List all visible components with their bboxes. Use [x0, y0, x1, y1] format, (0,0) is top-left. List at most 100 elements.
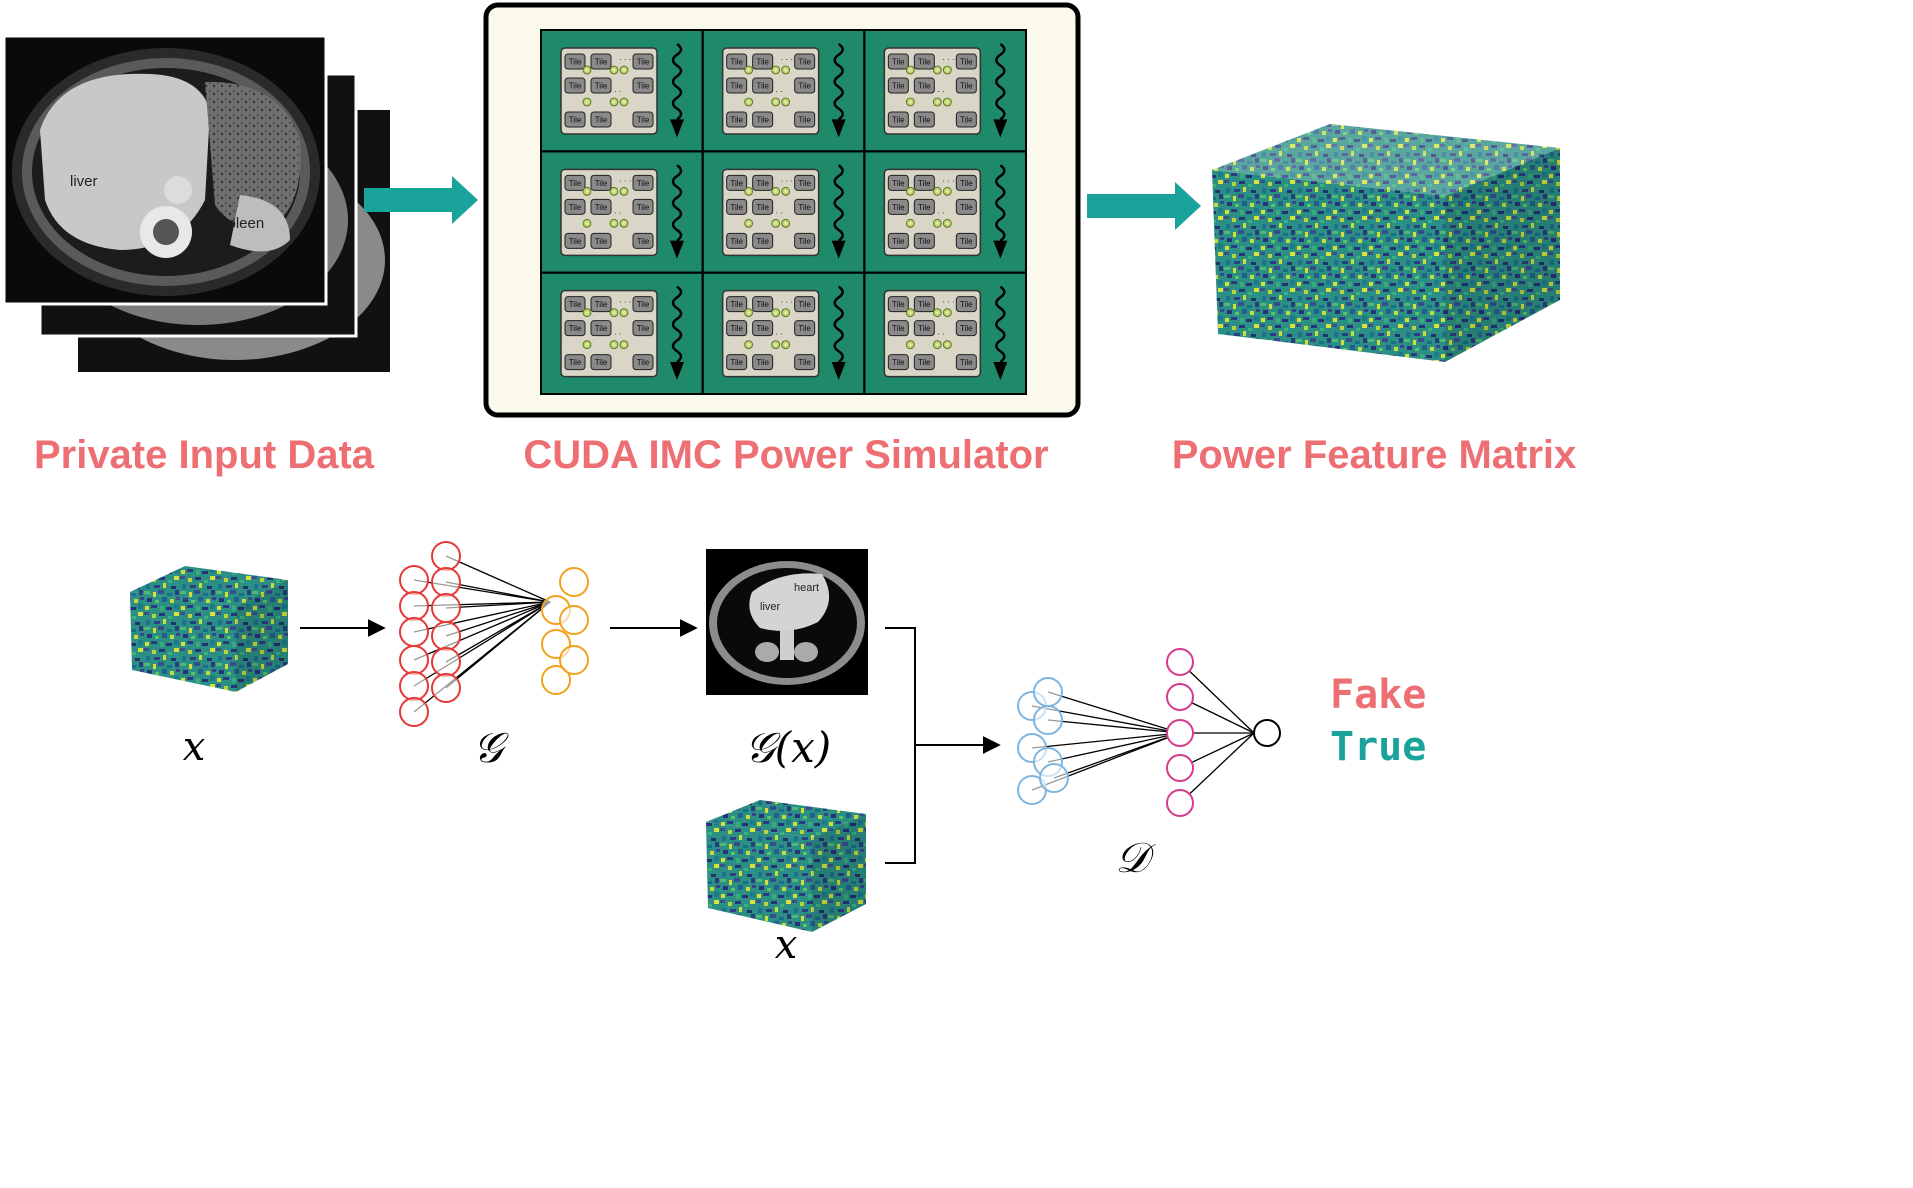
tile-label: Tile	[892, 324, 905, 333]
tile-label: Tile	[595, 358, 608, 367]
tile-block: Tile	[564, 198, 586, 215]
tile-label: Tile	[960, 179, 973, 188]
ct-spleen	[230, 195, 290, 252]
router-node	[932, 340, 942, 350]
tile-label: Tile	[918, 300, 931, 309]
tile-block: Tile	[632, 198, 654, 215]
power-trace-arrow	[995, 42, 1006, 121]
router-node	[771, 186, 781, 196]
tile-block: Tile	[564, 174, 586, 191]
svg-text:· · ·: · · ·	[932, 87, 944, 96]
svg-text:· · ·: · · ·	[942, 176, 954, 185]
tile-block: Tile	[887, 111, 909, 128]
tile-block: Tile	[794, 296, 816, 313]
tile-block: Tile	[955, 320, 977, 337]
tile-label: Tile	[730, 237, 743, 246]
ct-liver	[40, 73, 210, 250]
tile-block: Tile	[794, 232, 816, 249]
generated-ct-image: heart liver	[706, 549, 868, 695]
tile-label: Tile	[637, 82, 650, 91]
generator-output-neuron	[559, 567, 589, 597]
tile-label: Tile	[569, 300, 582, 309]
router-node	[905, 97, 915, 107]
svg-text:· · ·: · · ·	[771, 330, 783, 339]
svg-text:· · ·: · · ·	[619, 298, 631, 307]
tile-label: Tile	[595, 324, 608, 333]
tile-label: Tile	[595, 300, 608, 309]
router-node	[582, 308, 592, 318]
router-node	[942, 308, 952, 318]
svg-text:· · ·: · · ·	[942, 298, 954, 307]
generator-input-neuron	[431, 647, 461, 677]
tile-block: Tile	[913, 232, 935, 249]
router-node	[744, 65, 754, 75]
tile-block: Tile	[752, 354, 774, 371]
router-node	[771, 218, 781, 228]
generator-input-neuron	[399, 591, 429, 621]
generator-symbol: 𝒢	[473, 723, 509, 772]
router-node	[582, 65, 592, 75]
discriminator-hidden-neuron	[1166, 683, 1194, 711]
tile-label: Tile	[637, 237, 650, 246]
tile-block: Tile	[590, 296, 612, 313]
svg-text:· · ·: · · ·	[771, 87, 783, 96]
tile-label: Tile	[595, 82, 608, 91]
tile-label: Tile	[637, 300, 650, 309]
tile-block: Tile	[632, 77, 654, 94]
tile-label: Tile	[756, 358, 769, 367]
power-feature-cube	[1212, 124, 1560, 362]
svg-text:· · ·: · · ·	[932, 208, 944, 217]
router-node	[932, 186, 942, 196]
router-node	[619, 340, 629, 350]
router-node	[609, 218, 619, 228]
router-node	[619, 65, 629, 75]
router-node	[609, 340, 619, 350]
generator-input-neuron	[399, 645, 429, 675]
power-matrix-title: Power Feature Matrix	[1172, 433, 1577, 477]
tile-label: Tile	[756, 82, 769, 91]
router-node	[582, 340, 592, 350]
tile-label: Tile	[798, 116, 811, 125]
true-label: True	[1330, 724, 1426, 770]
tile-block: Tile	[794, 320, 816, 337]
router-node	[781, 65, 791, 75]
tile-block: Tile	[752, 111, 774, 128]
tile-block: Tile	[913, 198, 935, 215]
tile-block: Tile	[752, 77, 774, 94]
tile-label: Tile	[960, 82, 973, 91]
tile-block: Tile	[726, 198, 748, 215]
tile-label: Tile	[798, 58, 811, 67]
tile-block: Tile	[794, 354, 816, 371]
tile-label: Tile	[918, 116, 931, 125]
discriminator-hidden-neuron	[1166, 754, 1194, 782]
generator-output-neuron	[559, 645, 589, 675]
router-node	[781, 308, 791, 318]
generator-input-neuron	[431, 593, 461, 623]
tile-label: Tile	[756, 324, 769, 333]
tile-block: Tile	[752, 174, 774, 191]
tile-label: Tile	[637, 203, 650, 212]
tile-block: Tile	[794, 174, 816, 191]
generator-input-neuron	[399, 565, 429, 595]
router-node	[744, 97, 754, 107]
tile-label: Tile	[892, 358, 905, 367]
router-node	[744, 308, 754, 318]
tile-label: Tile	[756, 203, 769, 212]
tile-label: Tile	[798, 358, 811, 367]
tile-label: Tile	[960, 324, 973, 333]
discriminator-hidden-neuron	[1166, 648, 1194, 676]
svg-text:· · ·: · · ·	[781, 176, 793, 185]
fake-label: Fake	[1330, 672, 1426, 718]
tile-label: Tile	[918, 237, 931, 246]
tile-block: Tile	[726, 232, 748, 249]
tile-label: Tile	[892, 179, 905, 188]
power-trace-arrow	[671, 164, 683, 242]
router-node	[619, 97, 629, 107]
tile-label: Tile	[730, 58, 743, 67]
